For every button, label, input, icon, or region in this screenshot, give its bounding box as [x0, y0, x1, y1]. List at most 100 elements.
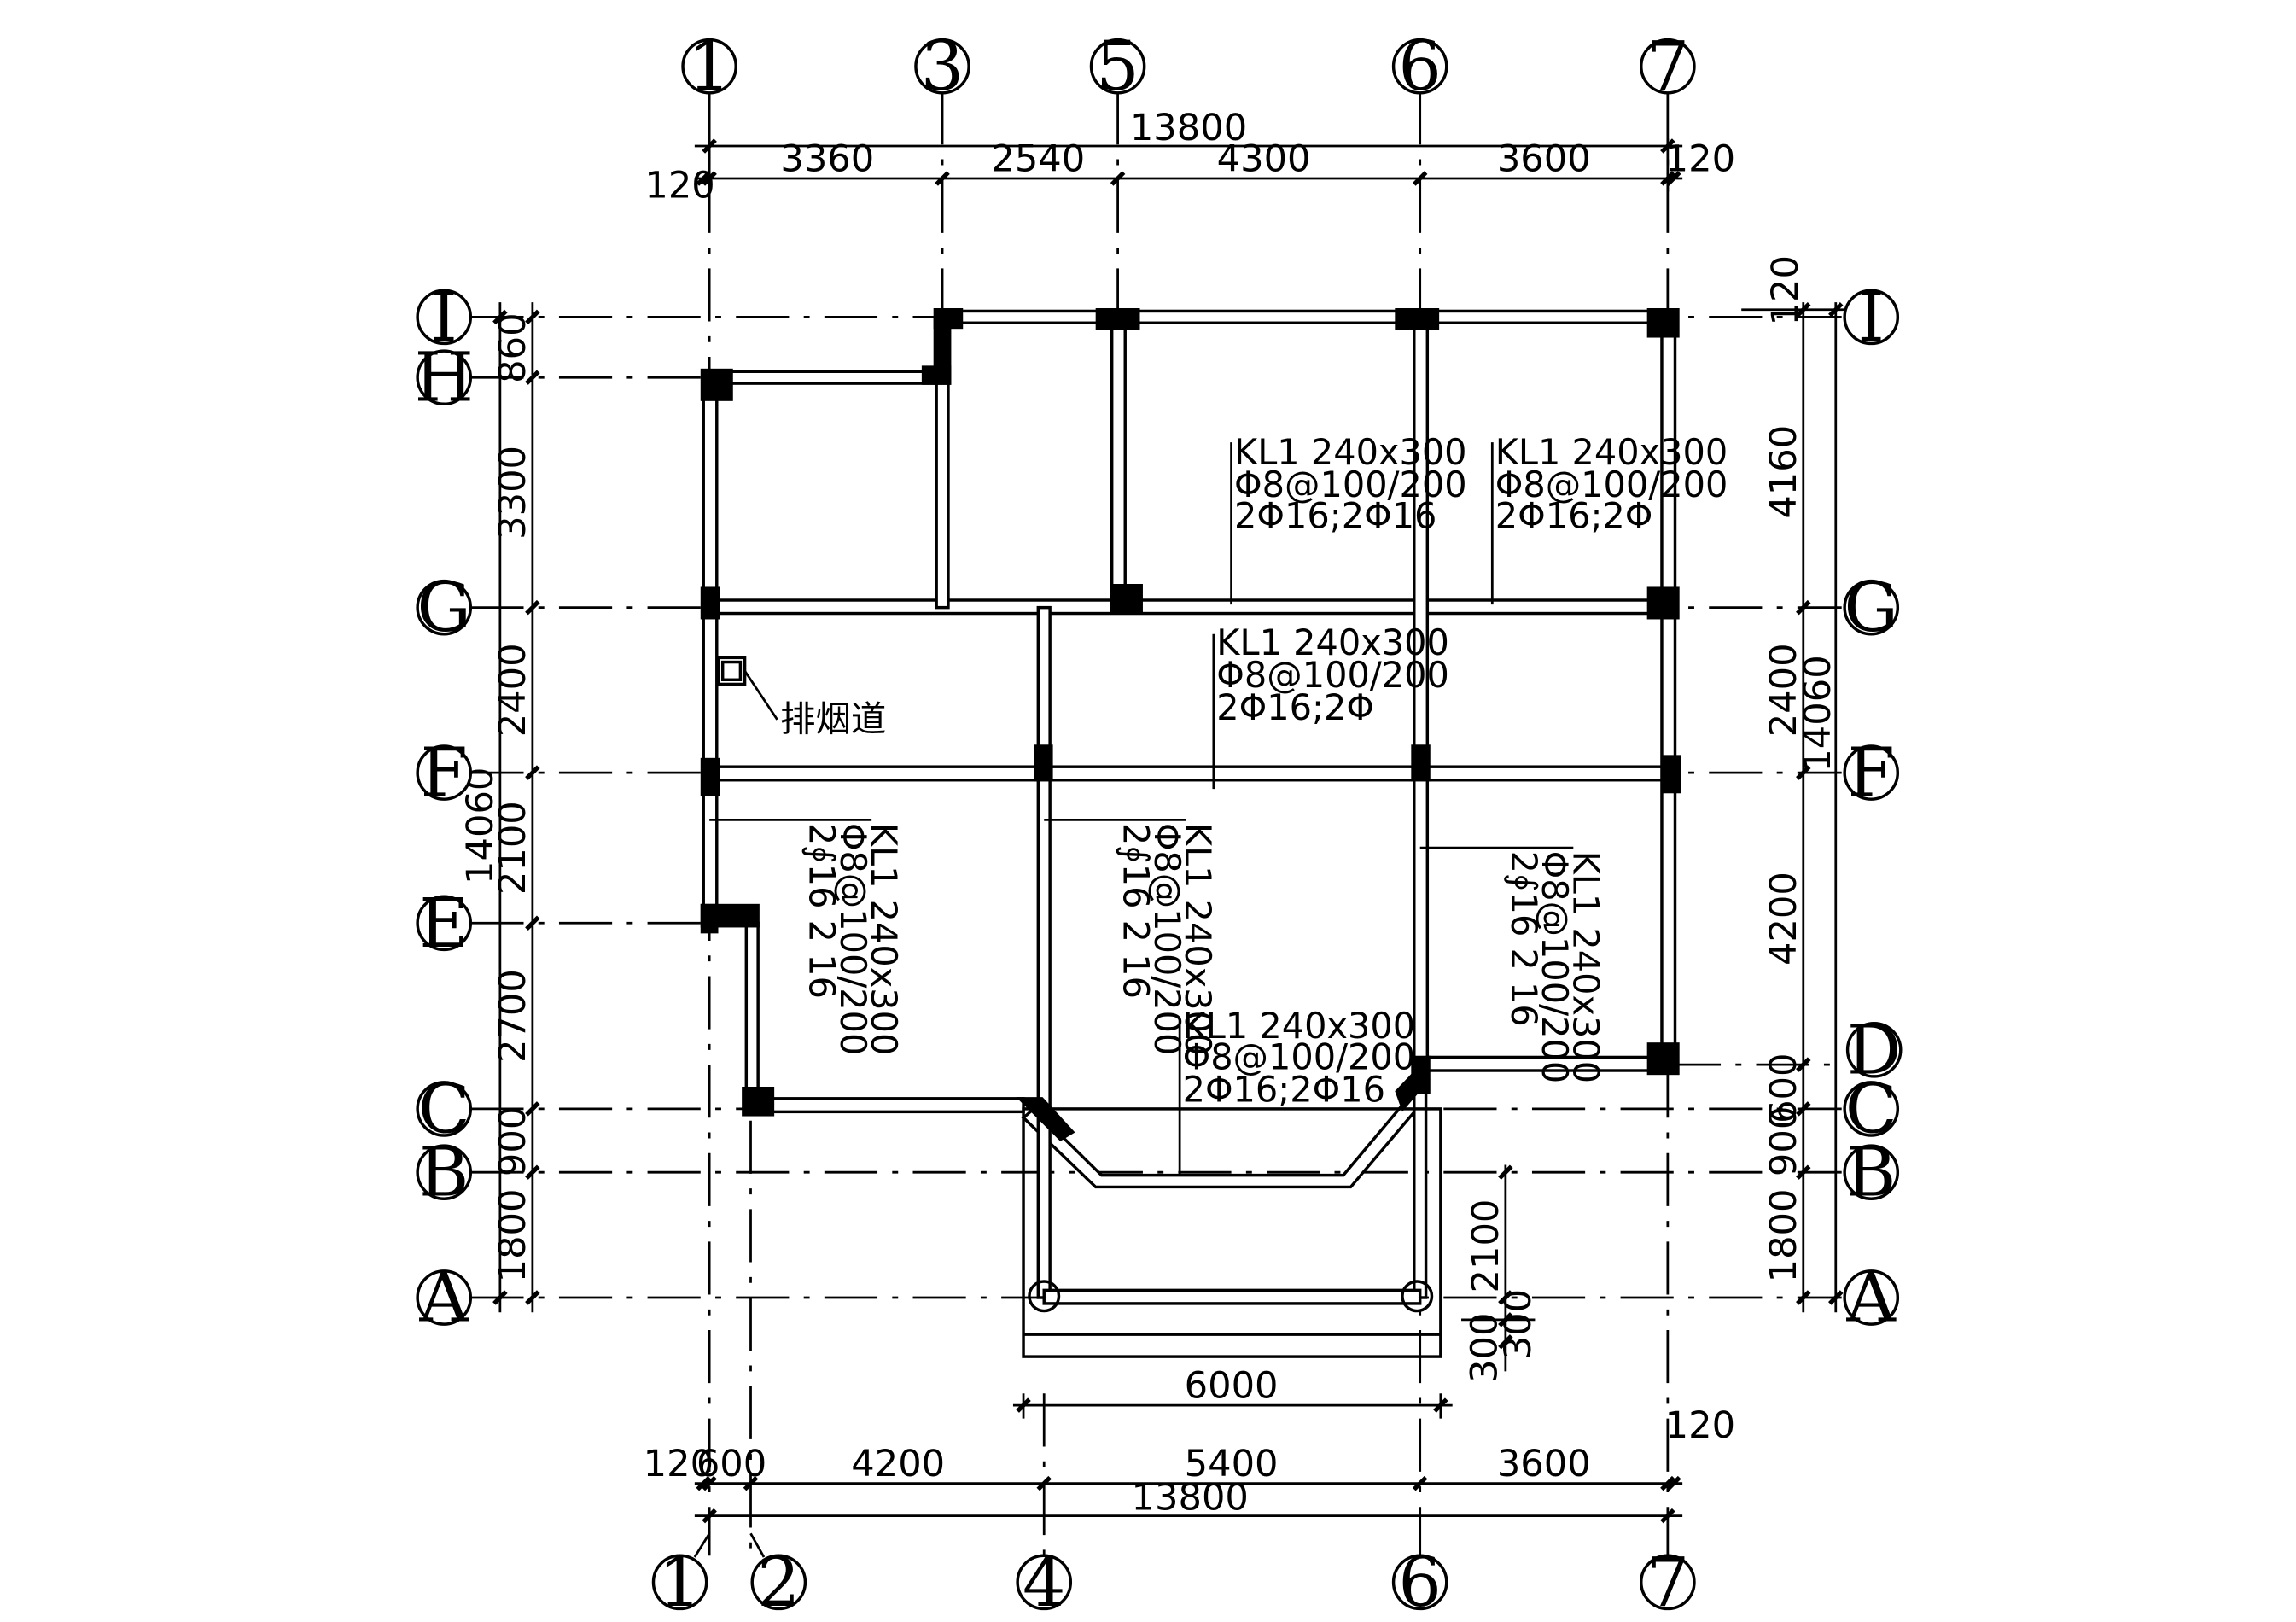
top-seg-4: 3600 — [1497, 137, 1591, 180]
axis-bubbles-bottom: 1 2 4 6 7 — [651, 1532, 1696, 1622]
beam-note-line: 2Φ16;2Φ16 — [1183, 1069, 1385, 1110]
axis-bubble — [1843, 1081, 1900, 1137]
beam-note-line: 2Φ16;2Φ — [1495, 495, 1653, 536]
axis-label: G — [417, 568, 470, 647]
column — [742, 1087, 775, 1117]
beam-note-line: Φ8@100/200 — [1216, 655, 1449, 696]
beam-note-line: 2∮16 2 16 — [1116, 823, 1157, 999]
left-seg-6: 900 — [492, 1106, 534, 1176]
top-total-dim: 13800 — [1130, 107, 1247, 149]
column — [1034, 744, 1053, 782]
left-seg-4: 2100 — [492, 801, 534, 895]
column — [1646, 1042, 1680, 1076]
axis-label: 4 — [1023, 1543, 1066, 1622]
axis-bubble — [1843, 1144, 1900, 1200]
column — [1411, 744, 1431, 782]
bay-offset-1: 300 — [1497, 1289, 1540, 1359]
column — [700, 586, 720, 620]
beam-note-line: KL1 240x300 — [1234, 432, 1467, 473]
axis-label: 7 — [1646, 1543, 1690, 1622]
left-seg-1: 860 — [492, 312, 534, 382]
axis-bubble — [1845, 1022, 1903, 1078]
beam-note-line: Φ8@100/200 — [1234, 464, 1467, 505]
axis-bubbles-left: I H G F E C B A — [415, 277, 474, 1338]
top-right-offset: 120 — [1665, 137, 1735, 180]
axis-label: I — [1858, 277, 1885, 357]
right-seg-3: 4200 — [1763, 872, 1805, 966]
axis-bubble — [1843, 579, 1900, 636]
column — [1095, 308, 1140, 330]
beam-note-line: KL1 240x300 — [1216, 622, 1449, 663]
beam-note-line: Φ8@100/200 — [1534, 851, 1575, 1084]
axis-bubble — [914, 38, 970, 95]
beam-note-line: 2∮16 2 16 — [1503, 851, 1544, 1027]
column — [1395, 308, 1440, 330]
axis-bubble — [1391, 1554, 1448, 1611]
beam-note-line: KL1 240x300 — [1565, 851, 1605, 1084]
bottom-total-dim: 13800 — [1132, 1477, 1249, 1520]
axis-label: D — [1847, 1010, 1902, 1089]
bottom-dimensions: 6000 120 600 4200 5400 3600 120 13800 — [644, 1364, 1735, 1524]
axis-label: E — [419, 884, 469, 963]
axis-bubble — [416, 1269, 473, 1326]
flue: 排烟道 — [716, 656, 886, 740]
beam-note-line: KL1 240x300 — [1183, 1006, 1416, 1047]
right-top-offset: 120 — [1764, 255, 1807, 325]
column-round — [1401, 1280, 1434, 1313]
column — [1646, 586, 1680, 620]
left-dimensions: 14060 860 3300 2400 2100 2700 900 1800 — [459, 302, 540, 1313]
axis-label: 5 — [1096, 26, 1139, 106]
axis-bubble — [416, 349, 473, 406]
column — [921, 365, 952, 385]
bay-offset-2: 300 — [1464, 1313, 1506, 1383]
right-seg-6: 1800 — [1763, 1189, 1805, 1283]
axis-bubble — [1843, 289, 1900, 346]
beam-note-line: KL1 240x300 — [1177, 823, 1218, 1056]
column — [1661, 755, 1681, 794]
beam-note-line: KL1 240x300 — [1495, 432, 1728, 473]
axis-bubbles-top: 1 3 5 6 7 — [681, 26, 1696, 106]
bottom-seg-4: 3600 — [1497, 1443, 1591, 1485]
left-seg-2: 3300 — [492, 446, 534, 540]
bottom-seg-2: 4200 — [851, 1443, 945, 1485]
bay-depth-dimensions: 2100 300 300 — [1461, 1164, 1540, 1383]
axis-label: H — [415, 338, 474, 417]
flue-label: 排烟道 — [780, 699, 886, 740]
axis-label: B — [1846, 1133, 1896, 1212]
axis-bubble — [1843, 1269, 1900, 1326]
axis-bubble — [1843, 744, 1900, 801]
right-seg-5: 900 — [1763, 1106, 1805, 1176]
axis-label: I — [431, 277, 457, 357]
axis-bubble — [416, 744, 473, 801]
axis-bubble — [1391, 38, 1448, 95]
axis-label: 7 — [1646, 26, 1690, 106]
axis-bubble — [416, 895, 473, 952]
column-round — [1028, 1280, 1061, 1313]
axis-bubble — [681, 38, 737, 95]
left-seg-5: 2700 — [492, 969, 534, 1063]
axis-label: 1 — [688, 26, 731, 106]
column — [1110, 584, 1143, 614]
bay-depth-dim: 2100 — [1465, 1199, 1507, 1293]
left-seg-3: 2400 — [492, 643, 534, 737]
axis-label: 3 — [921, 26, 964, 106]
beam-note-line: 2Φ16;2Φ — [1216, 687, 1374, 728]
top-left-offset: 120 — [644, 164, 714, 207]
columns — [700, 308, 1681, 1313]
beam-note-line: Φ8@100/200 — [832, 823, 873, 1056]
left-seg-7: 1800 — [492, 1189, 534, 1283]
axis-bubble — [1089, 38, 1146, 95]
axis-label: 6 — [1398, 1543, 1442, 1622]
beam-note-line: Φ8@100/200 — [1146, 823, 1187, 1056]
right-seg-2: 2400 — [1763, 643, 1805, 737]
axis-bubble — [416, 289, 473, 346]
axis-bubble — [651, 1554, 708, 1611]
axis-bubble — [416, 1081, 473, 1137]
top-dimensions: 13800 120 120 3360 2540 4300 3600 — [644, 107, 1735, 207]
axis-label: C — [418, 1069, 470, 1148]
axis-label: A — [1846, 1258, 1897, 1338]
axis-bubble — [1640, 38, 1696, 95]
axis-bubble — [1640, 1554, 1696, 1611]
column — [700, 903, 719, 934]
axis-label: G — [1844, 568, 1897, 647]
